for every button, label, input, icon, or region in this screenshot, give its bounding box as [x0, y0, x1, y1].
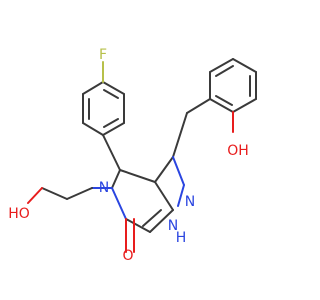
- bond: [172, 156, 185, 186]
- bond: [111, 187, 127, 220]
- bond: [111, 169, 121, 189]
- molecule-structure: F OH HO N O N N H: [8, 47, 257, 264]
- pyrazole-nitrogen-label: N: [185, 194, 195, 210]
- hydroxyphenyl-ring: [186, 58, 257, 114]
- carbonyl-bond: [125, 218, 135, 253]
- double-bond-line: [142, 209, 162, 227]
- bond: [66, 187, 93, 200]
- bond: [125, 218, 151, 233]
- bond: [82, 122, 104, 136]
- lactam-nitrogen-label: N: [99, 180, 109, 196]
- fused-core: [102, 112, 188, 233]
- bond: [102, 81, 125, 95]
- bond: [82, 81, 104, 95]
- bond: [209, 98, 234, 113]
- bond: [232, 58, 257, 73]
- fluorophenyl-ring: [82, 81, 125, 136]
- bond: [154, 156, 174, 183]
- pyrazole-nh-nitrogen-label: N: [168, 218, 178, 234]
- hydroxyethyl-chain: [27, 187, 113, 204]
- bond: [154, 181, 174, 211]
- bond: [119, 169, 156, 183]
- fluorine-label: F: [99, 47, 107, 63]
- phenol-hydroxyl-label: OH: [227, 143, 249, 159]
- pyrazole-nh-hydrogen-label: H: [176, 230, 187, 246]
- bond: [102, 134, 121, 171]
- carbonyl-oxygen-label: O: [122, 248, 133, 264]
- double-bond-line: [215, 65, 234, 77]
- bond: [186, 98, 211, 114]
- bond: [172, 112, 188, 158]
- bond: [232, 98, 257, 113]
- double-bond-line: [103, 118, 119, 128]
- ethyl-hydroxyl-label: HO: [8, 206, 30, 222]
- double-bond-line: [215, 95, 233, 106]
- bond: [102, 122, 125, 136]
- bond: [27, 187, 43, 204]
- bond: [41, 187, 68, 200]
- bond: [209, 58, 234, 73]
- bond: [149, 209, 174, 233]
- double-bond-line: [103, 89, 119, 99]
- bond: [177, 184, 185, 207]
